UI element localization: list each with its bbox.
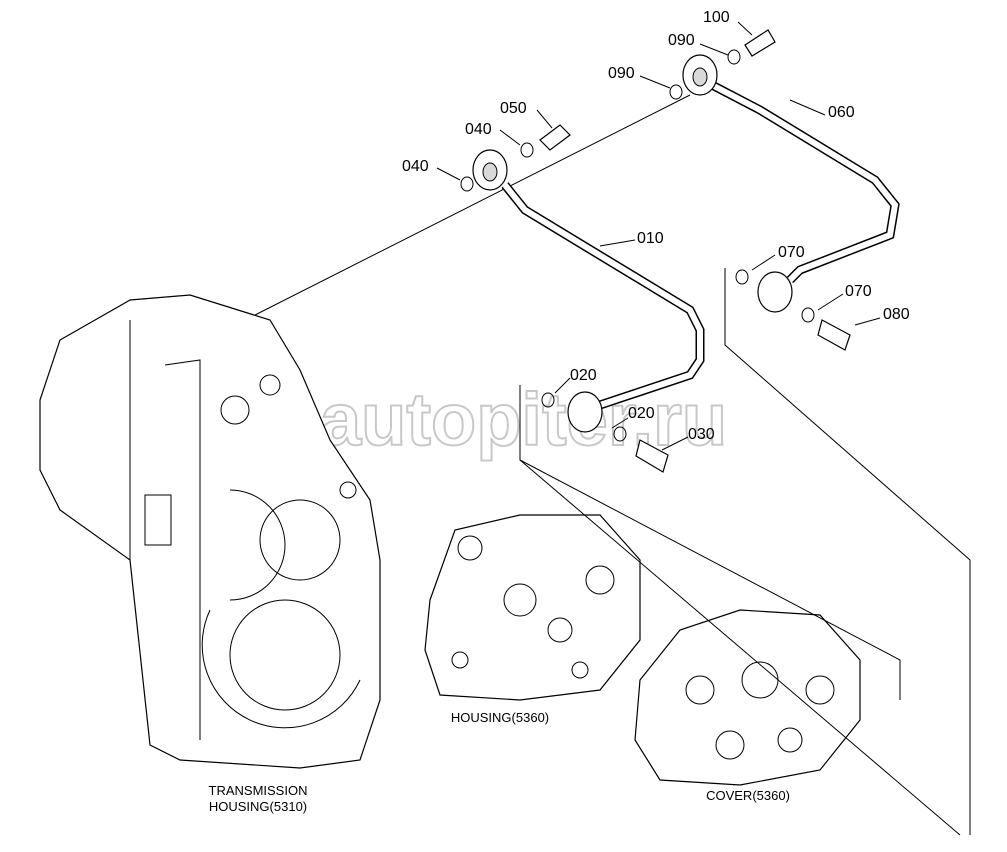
leader-lines	[436, 21, 881, 451]
label-060: 060	[828, 104, 855, 121]
caption-housing: HOUSING(5360)	[451, 710, 549, 725]
banjo-bolt-030	[635, 439, 669, 473]
valve-housing	[424, 514, 641, 701]
label-080: 080	[883, 306, 910, 323]
label-070-lower: 070	[845, 283, 872, 300]
valve-cover	[634, 609, 861, 786]
caption-transmission-line2: HOUSING(5310)	[209, 799, 307, 814]
banjo-bolt-080	[817, 319, 851, 351]
watermark-text: autopiter.ru	[320, 378, 727, 461]
caption-cover: COVER(5360)	[706, 788, 790, 803]
banjo-bolt-100	[744, 29, 776, 57]
label-090-upper: 090	[668, 32, 695, 49]
banjo-bolt-050	[539, 124, 571, 151]
label-020-lower: 020	[628, 405, 655, 422]
label-040-upper: 040	[465, 121, 492, 138]
label-040-lower: 040	[402, 158, 429, 175]
label-030: 030	[688, 426, 715, 443]
watermark: autopiter.ru	[179, 377, 728, 462]
label-100: 100	[703, 9, 730, 26]
label-050: 050	[500, 100, 527, 117]
caption-transmission-line1: TRANSMISSION	[209, 783, 308, 798]
assembly-line-cover	[519, 459, 901, 700]
transmission-housing	[39, 294, 381, 769]
pipe-010	[472, 149, 705, 433]
label-070-upper: 070	[778, 244, 805, 261]
pipe-060	[682, 54, 900, 313]
label-020-upper: 020	[570, 367, 597, 384]
o-rings	[460, 49, 815, 442]
label-090-lower: 090	[608, 65, 635, 82]
label-010: 010	[637, 230, 664, 247]
